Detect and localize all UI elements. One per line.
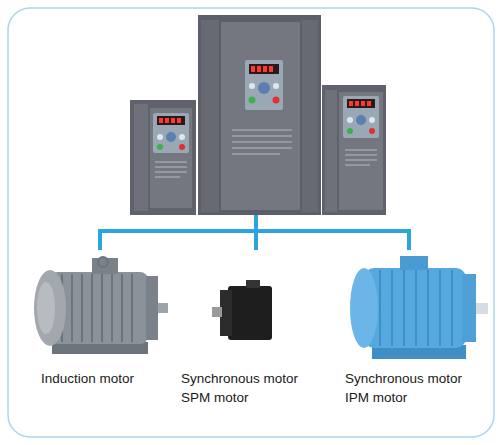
drive-large-middle xyxy=(198,15,321,215)
wiring-bracket xyxy=(100,215,409,250)
drive-small-right xyxy=(322,85,386,215)
induction-motor xyxy=(34,257,168,354)
frame xyxy=(8,8,494,437)
motor-caption: Synchronous motor SPM motor xyxy=(181,369,313,407)
spm-motor xyxy=(212,280,272,340)
motor-caption: Synchronous motor IPM motor xyxy=(345,369,477,407)
ipm-motor xyxy=(350,256,488,359)
motor-caption: Induction motor xyxy=(41,369,181,388)
drive-small-left xyxy=(130,100,196,215)
